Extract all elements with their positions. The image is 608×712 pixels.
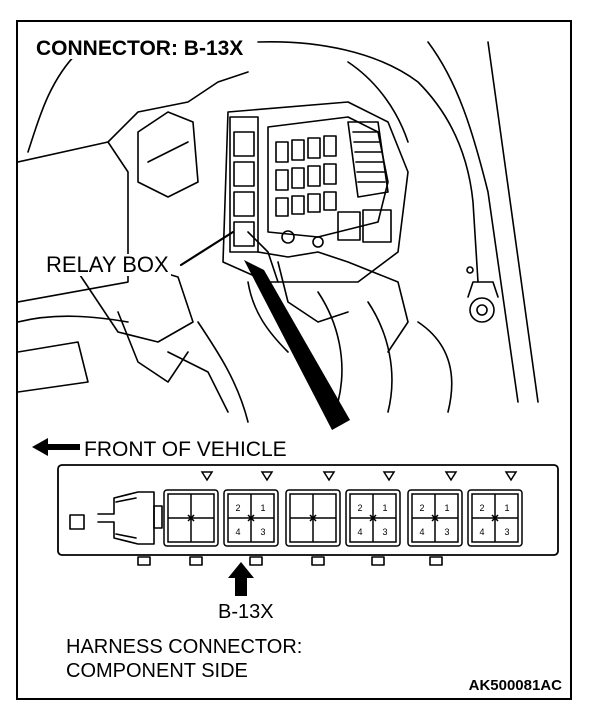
pin-number: 4 [235, 527, 240, 537]
diagram-frame: 2 1 4 3 2 1 4 3 2 1 4 3 2 1 4 3 CONNECTOR: B-13X RELAY … [16, 20, 572, 700]
socket-marker [382, 471, 396, 482]
connector-title: CONNECTOR: B-13X [34, 37, 246, 60]
relay-box-label: RELAY BOX [44, 252, 171, 277]
pin-number: 4 [419, 527, 424, 537]
socket-5: 2 1 4 3 [407, 471, 463, 547]
pin-number: 1 [504, 503, 509, 513]
socket-marker [200, 471, 214, 482]
pin-number: 4 [479, 527, 484, 537]
pin-number: 3 [504, 527, 509, 537]
socket-6: 2 1 4 3 [467, 471, 523, 547]
socket-marker [260, 471, 274, 482]
pin-number: 3 [382, 527, 387, 537]
socket-4: 2 1 4 3 [345, 471, 401, 547]
socket-1 [163, 471, 219, 547]
pin-number: 2 [479, 503, 484, 513]
harness-line-1: HARNESS CONNECTOR: [66, 636, 303, 658]
harness-connector-label: HARNESS CONNECTOR: COMPONENT SIDE [66, 635, 302, 683]
b13x-arrow [228, 562, 254, 596]
socket-marker [444, 471, 458, 482]
socket-marker [322, 471, 336, 482]
harness-line-2: COMPONENT SIDE [66, 660, 248, 682]
pin-number: 1 [260, 503, 265, 513]
socket-2: 2 1 4 3 [223, 471, 279, 547]
pin-number: 1 [382, 503, 387, 513]
figure-code: AK500081AC [468, 677, 562, 694]
pin-number: 2 [419, 503, 424, 513]
pin-number: 3 [260, 527, 265, 537]
front-of-vehicle-label: FRONT OF VEHICLE [84, 438, 287, 461]
pin-number: 2 [235, 503, 240, 513]
connector-sockets: 2 1 4 3 2 1 4 3 2 1 4 3 2 1 4 3 [163, 471, 523, 547]
socket-3 [285, 471, 341, 547]
socket-marker [504, 471, 518, 482]
pin-number: 1 [444, 503, 449, 513]
pin-number: 2 [357, 503, 362, 513]
pin-number: 3 [444, 527, 449, 537]
pin-number: 4 [357, 527, 362, 537]
connector-id-label: B-13X [218, 601, 274, 623]
